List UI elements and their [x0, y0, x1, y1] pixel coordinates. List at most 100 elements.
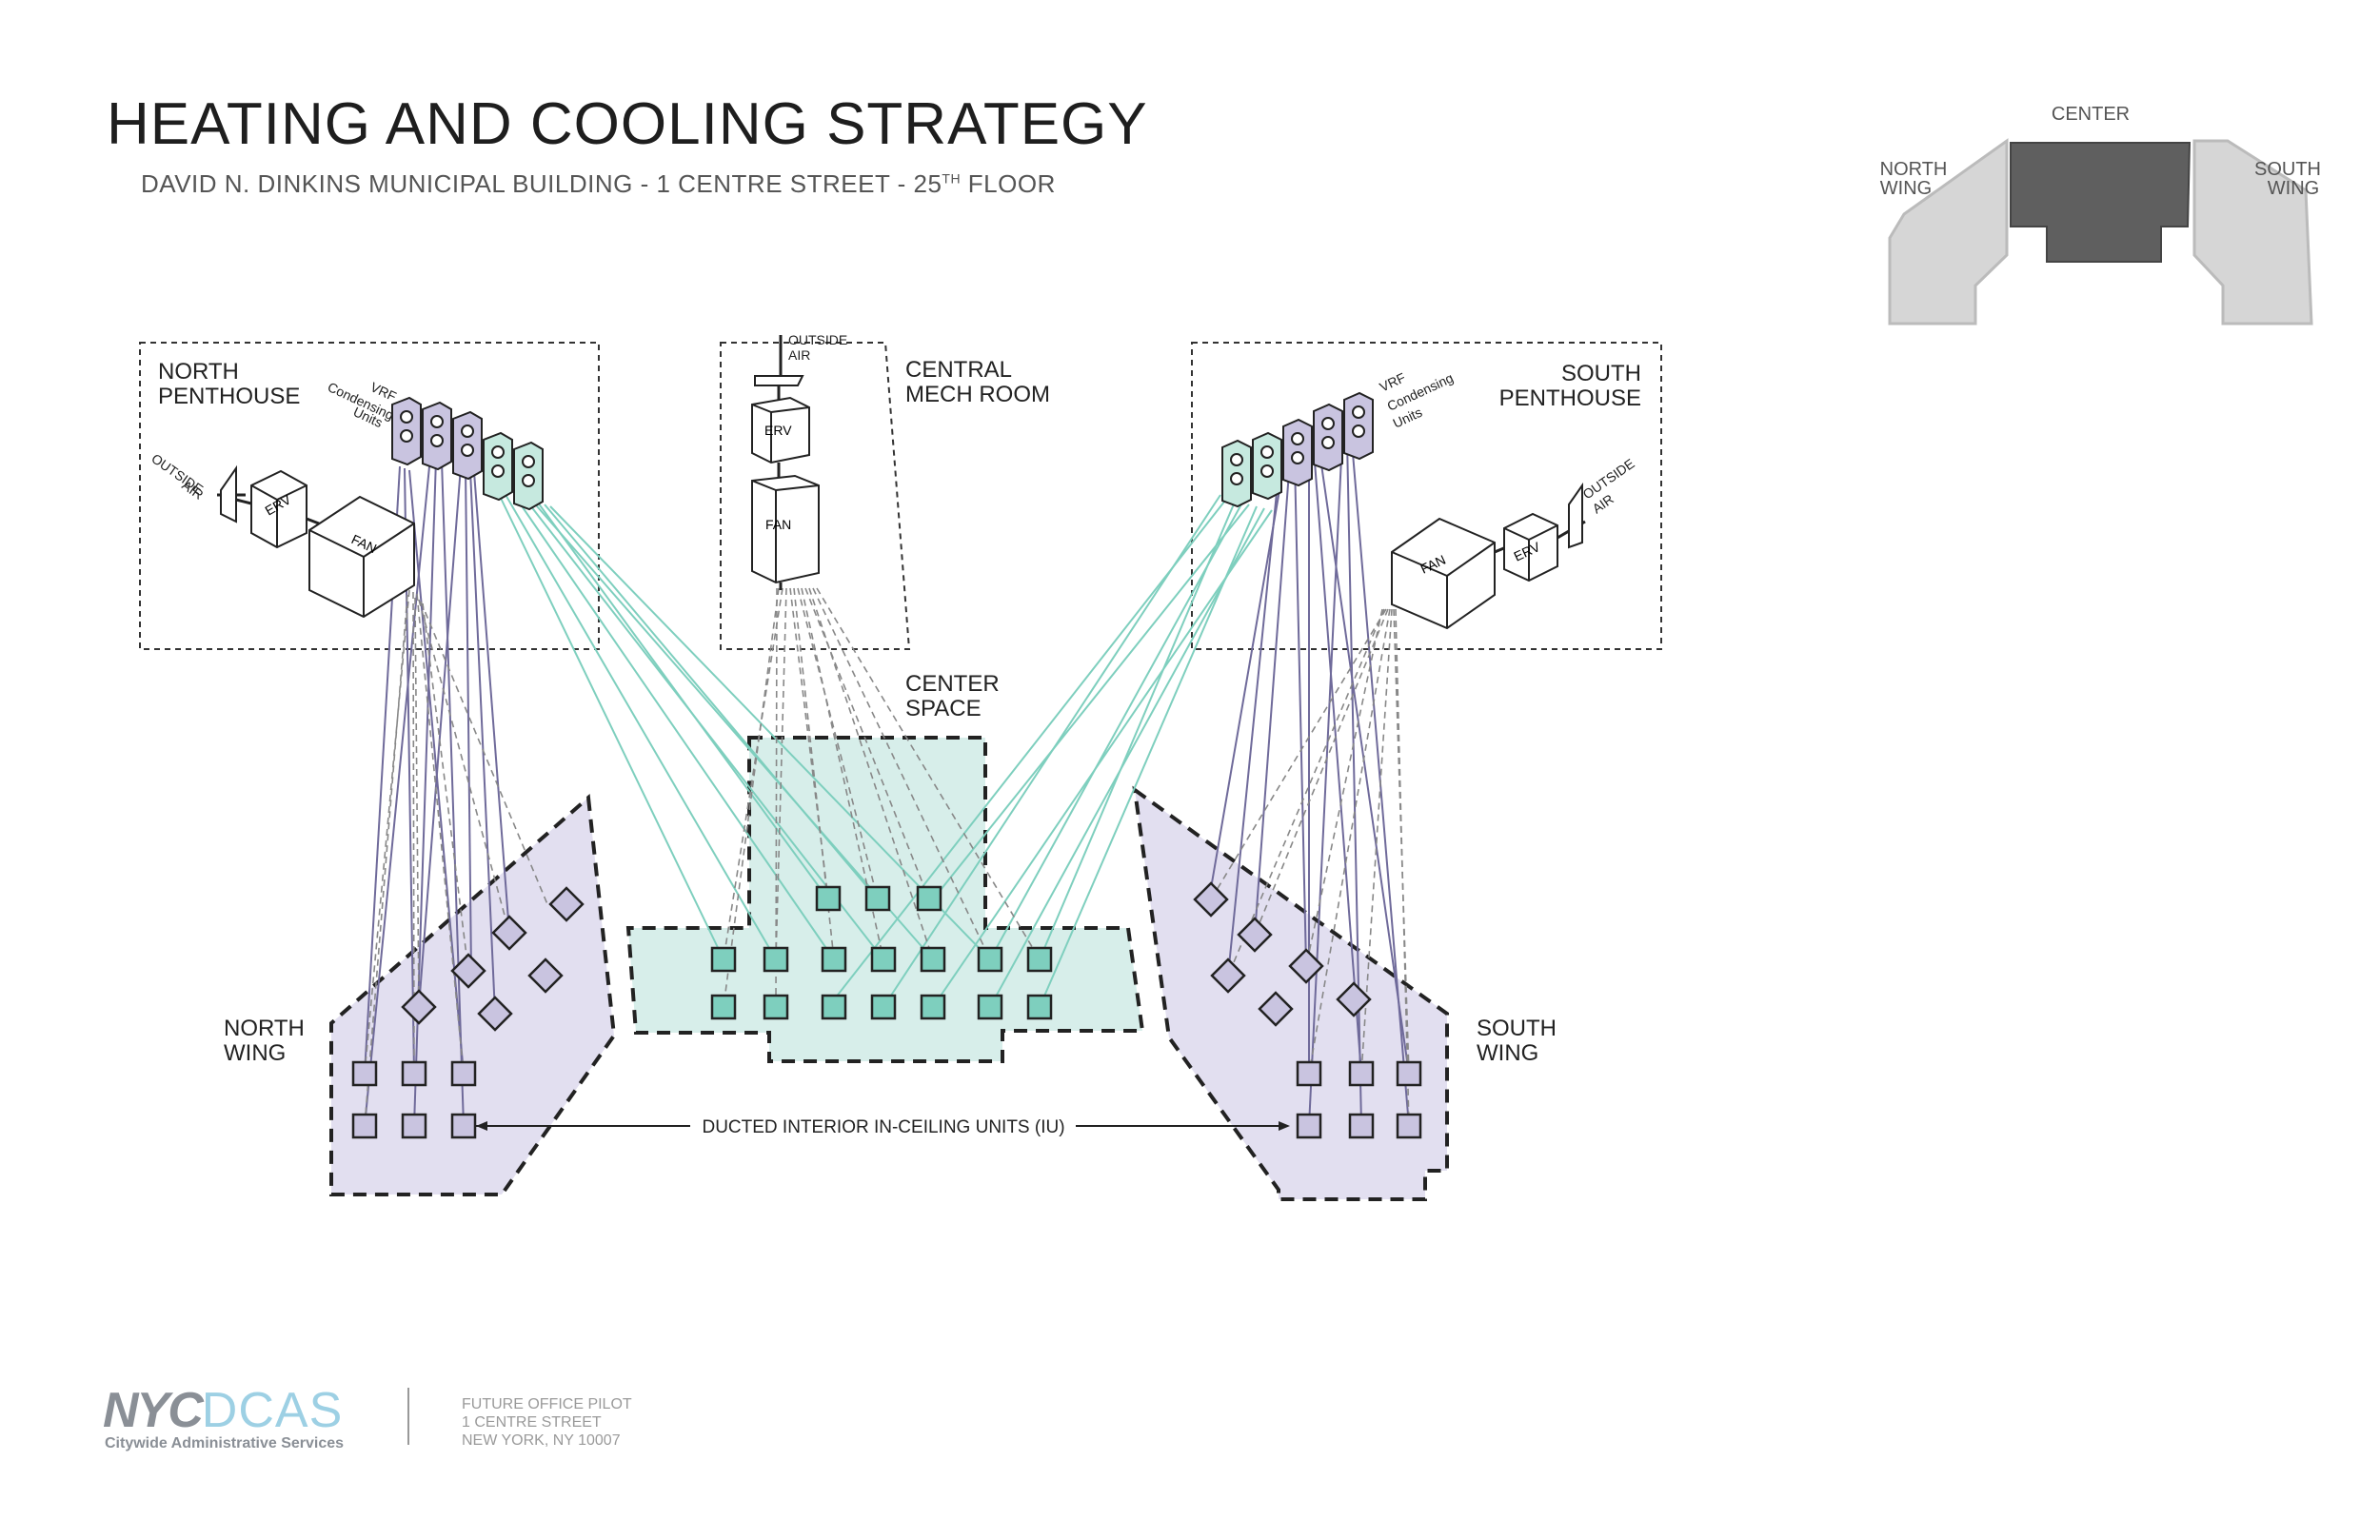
indoor-unit — [1258, 991, 1294, 1027]
air-ducts — [364, 587, 1410, 1127]
indoor-unit — [1296, 1113, 1322, 1139]
equipment-labels: VRF Condensing Units OUTSIDE AIR OUTSIDE… — [149, 332, 1636, 516]
footer-divider — [407, 1388, 409, 1445]
central-oa-label-1: OUTSIDE — [788, 332, 847, 347]
indoor-unit — [351, 1060, 378, 1087]
center-space-label-2: SPACE — [905, 696, 982, 721]
central-mech-room-box — [720, 342, 911, 650]
north-penthouse-label-1: NORTH — [158, 359, 239, 385]
north-erv-unit: ERV — [250, 469, 307, 549]
north-fan-unit: FAN — [308, 495, 415, 619]
south-fan-unit: FAN — [1391, 517, 1496, 630]
footer-line-1: FUTURE OFFICE PILOT — [462, 1396, 632, 1412]
subtitle-end: FLOOR — [961, 169, 1056, 198]
indoor-unit — [977, 946, 1003, 973]
indoor-unit — [548, 886, 585, 922]
central-outside-air-damper — [754, 375, 804, 386]
north-penthouse-equipment: ERV FAN — [217, 396, 544, 619]
central-mech-label-2: MECH ROOM — [905, 382, 1050, 407]
central-oa-label-2: AIR — [788, 347, 810, 363]
south-penthouse-box — [1191, 342, 1662, 650]
indoor-unit — [401, 1060, 427, 1087]
indoor-unit — [351, 1113, 378, 1139]
indoor-unit — [1396, 1113, 1422, 1139]
indoor-unit — [821, 946, 847, 973]
keyplan-north-label-1: NORTH — [1880, 159, 1948, 180]
central-fan-label: FAN — [765, 517, 791, 532]
keyplan-north-label-2: WING — [1880, 178, 1932, 199]
logo-dcas-text: DCAS — [201, 1383, 344, 1438]
indoor-unit — [1348, 1113, 1375, 1139]
indoor-unit — [477, 996, 513, 1032]
indoor-unit — [763, 994, 789, 1020]
indoor-unit — [821, 994, 847, 1020]
keyplan-north-wing — [1888, 138, 2009, 326]
indoor-unit — [527, 958, 564, 994]
key-plan: CENTER NORTH WING SOUTH WING — [1880, 104, 2321, 326]
south-erv-unit: ERV — [1503, 512, 1558, 582]
indoor-unit — [1026, 994, 1053, 1020]
indoor-unit — [401, 1113, 427, 1139]
page-subtitle: DAVID N. DINKINS MUNICIPAL BUILDING - 1 … — [141, 169, 1056, 199]
central-erv-unit: ERV — [751, 396, 810, 464]
south-outside-air-damper — [1568, 482, 1583, 549]
logo-nyc-text: NYC — [103, 1383, 204, 1438]
iu-callout: DUCTED INTERIOR IN-CEILING UNITS (IU) — [476, 1117, 1290, 1137]
north-wing-label-1: NORTH — [224, 1016, 305, 1041]
indoor-unit — [710, 946, 737, 973]
south-penthouse-equipment: FAN ERV — [1221, 391, 1586, 630]
indoor-unit — [710, 994, 737, 1020]
indoor-unit — [1396, 1060, 1422, 1087]
keyplan-center-label: CENTER — [2052, 104, 2130, 125]
north-penthouse-label-2: PENTHOUSE — [158, 384, 300, 409]
north-vrf-units — [391, 396, 544, 511]
north-penthouse-box — [139, 342, 600, 650]
south-wing-label-2: WING — [1477, 1040, 1538, 1066]
indoor-unit — [450, 1060, 477, 1087]
south-wing-label-1: SOUTH — [1477, 1016, 1557, 1041]
indoor-unit — [491, 915, 527, 951]
center-space-indoor-units — [710, 885, 1053, 1020]
south-vrf-units — [1221, 391, 1374, 508]
indoor-unit — [920, 994, 946, 1020]
center-space-label-1: CENTER — [905, 671, 1000, 697]
indoor-unit — [1336, 981, 1372, 1017]
footer-line-3: NEW YORK, NY 10007 — [462, 1432, 621, 1449]
footer-address: FUTURE OFFICE PILOT 1 CENTRE STREET NEW … — [462, 1395, 632, 1450]
indoor-unit — [1348, 1060, 1375, 1087]
indoor-unit — [450, 1113, 477, 1139]
indoor-unit — [1288, 948, 1324, 984]
indoor-unit — [977, 994, 1003, 1020]
indoor-unit — [916, 885, 942, 912]
north-wing-zone — [329, 793, 617, 1196]
room-labels: NORTH PENTHOUSE CENTRAL MECH ROOM SOUTH … — [158, 357, 1641, 1066]
central-mech-label-1: CENTRAL — [905, 357, 1012, 383]
logo-subtitle: Citywide Administrative Services — [105, 1435, 345, 1451]
keyplan-south-wing — [2192, 139, 2313, 326]
central-erv-label: ERV — [764, 423, 792, 438]
indoor-unit — [1296, 1060, 1322, 1087]
south-wing-indoor-units — [1193, 881, 1422, 1139]
indoor-unit — [870, 994, 897, 1020]
subtitle-sup: TH — [942, 170, 962, 187]
south-penthouse-label-1: SOUTH — [1561, 361, 1641, 386]
indoor-unit — [864, 885, 891, 912]
subtitle-main: DAVID N. DINKINS MUNICIPAL BUILDING - 1 … — [141, 169, 942, 198]
keyplan-south-label-1: SOUTH — [2254, 159, 2321, 180]
keyplan-center — [2010, 142, 2192, 263]
iu-label: DUCTED INTERIOR IN-CEILING UNITS (IU) — [702, 1117, 1064, 1137]
north-wing-label-2: WING — [224, 1040, 286, 1066]
central-fan-unit: FAN — [751, 474, 820, 584]
indoor-unit — [401, 989, 437, 1025]
north-wing-indoor-units — [351, 886, 585, 1139]
page-title: HEATING AND COOLING STRATEGY — [107, 91, 1148, 157]
indoor-unit — [1193, 881, 1229, 918]
indoor-unit — [1026, 946, 1053, 973]
indoor-unit — [763, 946, 789, 973]
central-mech-equipment: ERV FAN — [751, 335, 820, 590]
indoor-unit — [870, 946, 897, 973]
indoor-unit — [450, 953, 486, 989]
indoor-unit — [920, 946, 946, 973]
indoor-unit — [1237, 917, 1273, 953]
indoor-unit — [815, 885, 842, 912]
